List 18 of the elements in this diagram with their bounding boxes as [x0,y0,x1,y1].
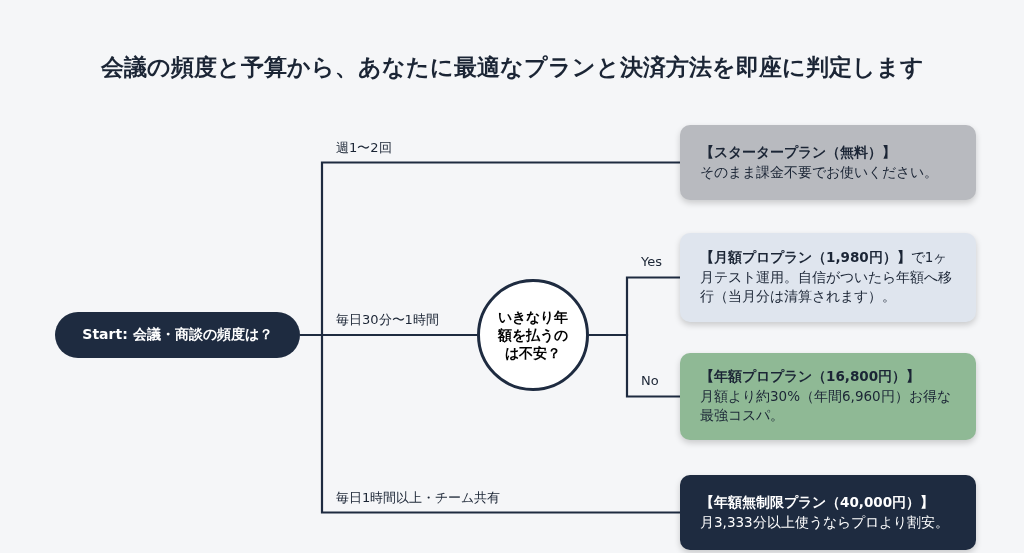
plan-heading: 【スタータープラン（無料）】 [700,142,897,162]
edge-label: 週1〜2回 [334,138,394,157]
plan-box [680,125,976,200]
plan-box [680,233,976,322]
plan-heading: 【年額プロプラン（16,800円）】 [700,367,922,387]
plan-heading: 【年額無制限プラン（40,000円）】 [700,492,936,512]
node-label: いきなり年額を払うのは不安？ [497,307,569,363]
start-pill [55,312,300,358]
plan-description: 月3,333分以上使うならプロより割安。 [700,512,950,532]
plan-description: 【月額プロプラン（1,980円）】で1ヶ月テスト運用。自信がついたら年額へ移行（当月分は清算されます）。 [700,248,953,307]
node-label: Start: 会議・商談の頻度は？ [82,326,273,344]
edge-label: 毎日1時間以上・チーム共有 [334,488,503,507]
plan-description: 月額より約30%（年間6,960円）お得な最強コスパ。 [700,386,952,426]
plan-box [680,475,976,550]
plan-description: そのまま課金不要でお使いください。 [700,162,939,182]
title: 会議の頻度と予算から、あなたに最適なプランと決済方法を即座に判定します [99,53,925,82]
edge-label: 毎日30分〜1時間 [334,311,441,329]
plan-box [680,353,976,440]
